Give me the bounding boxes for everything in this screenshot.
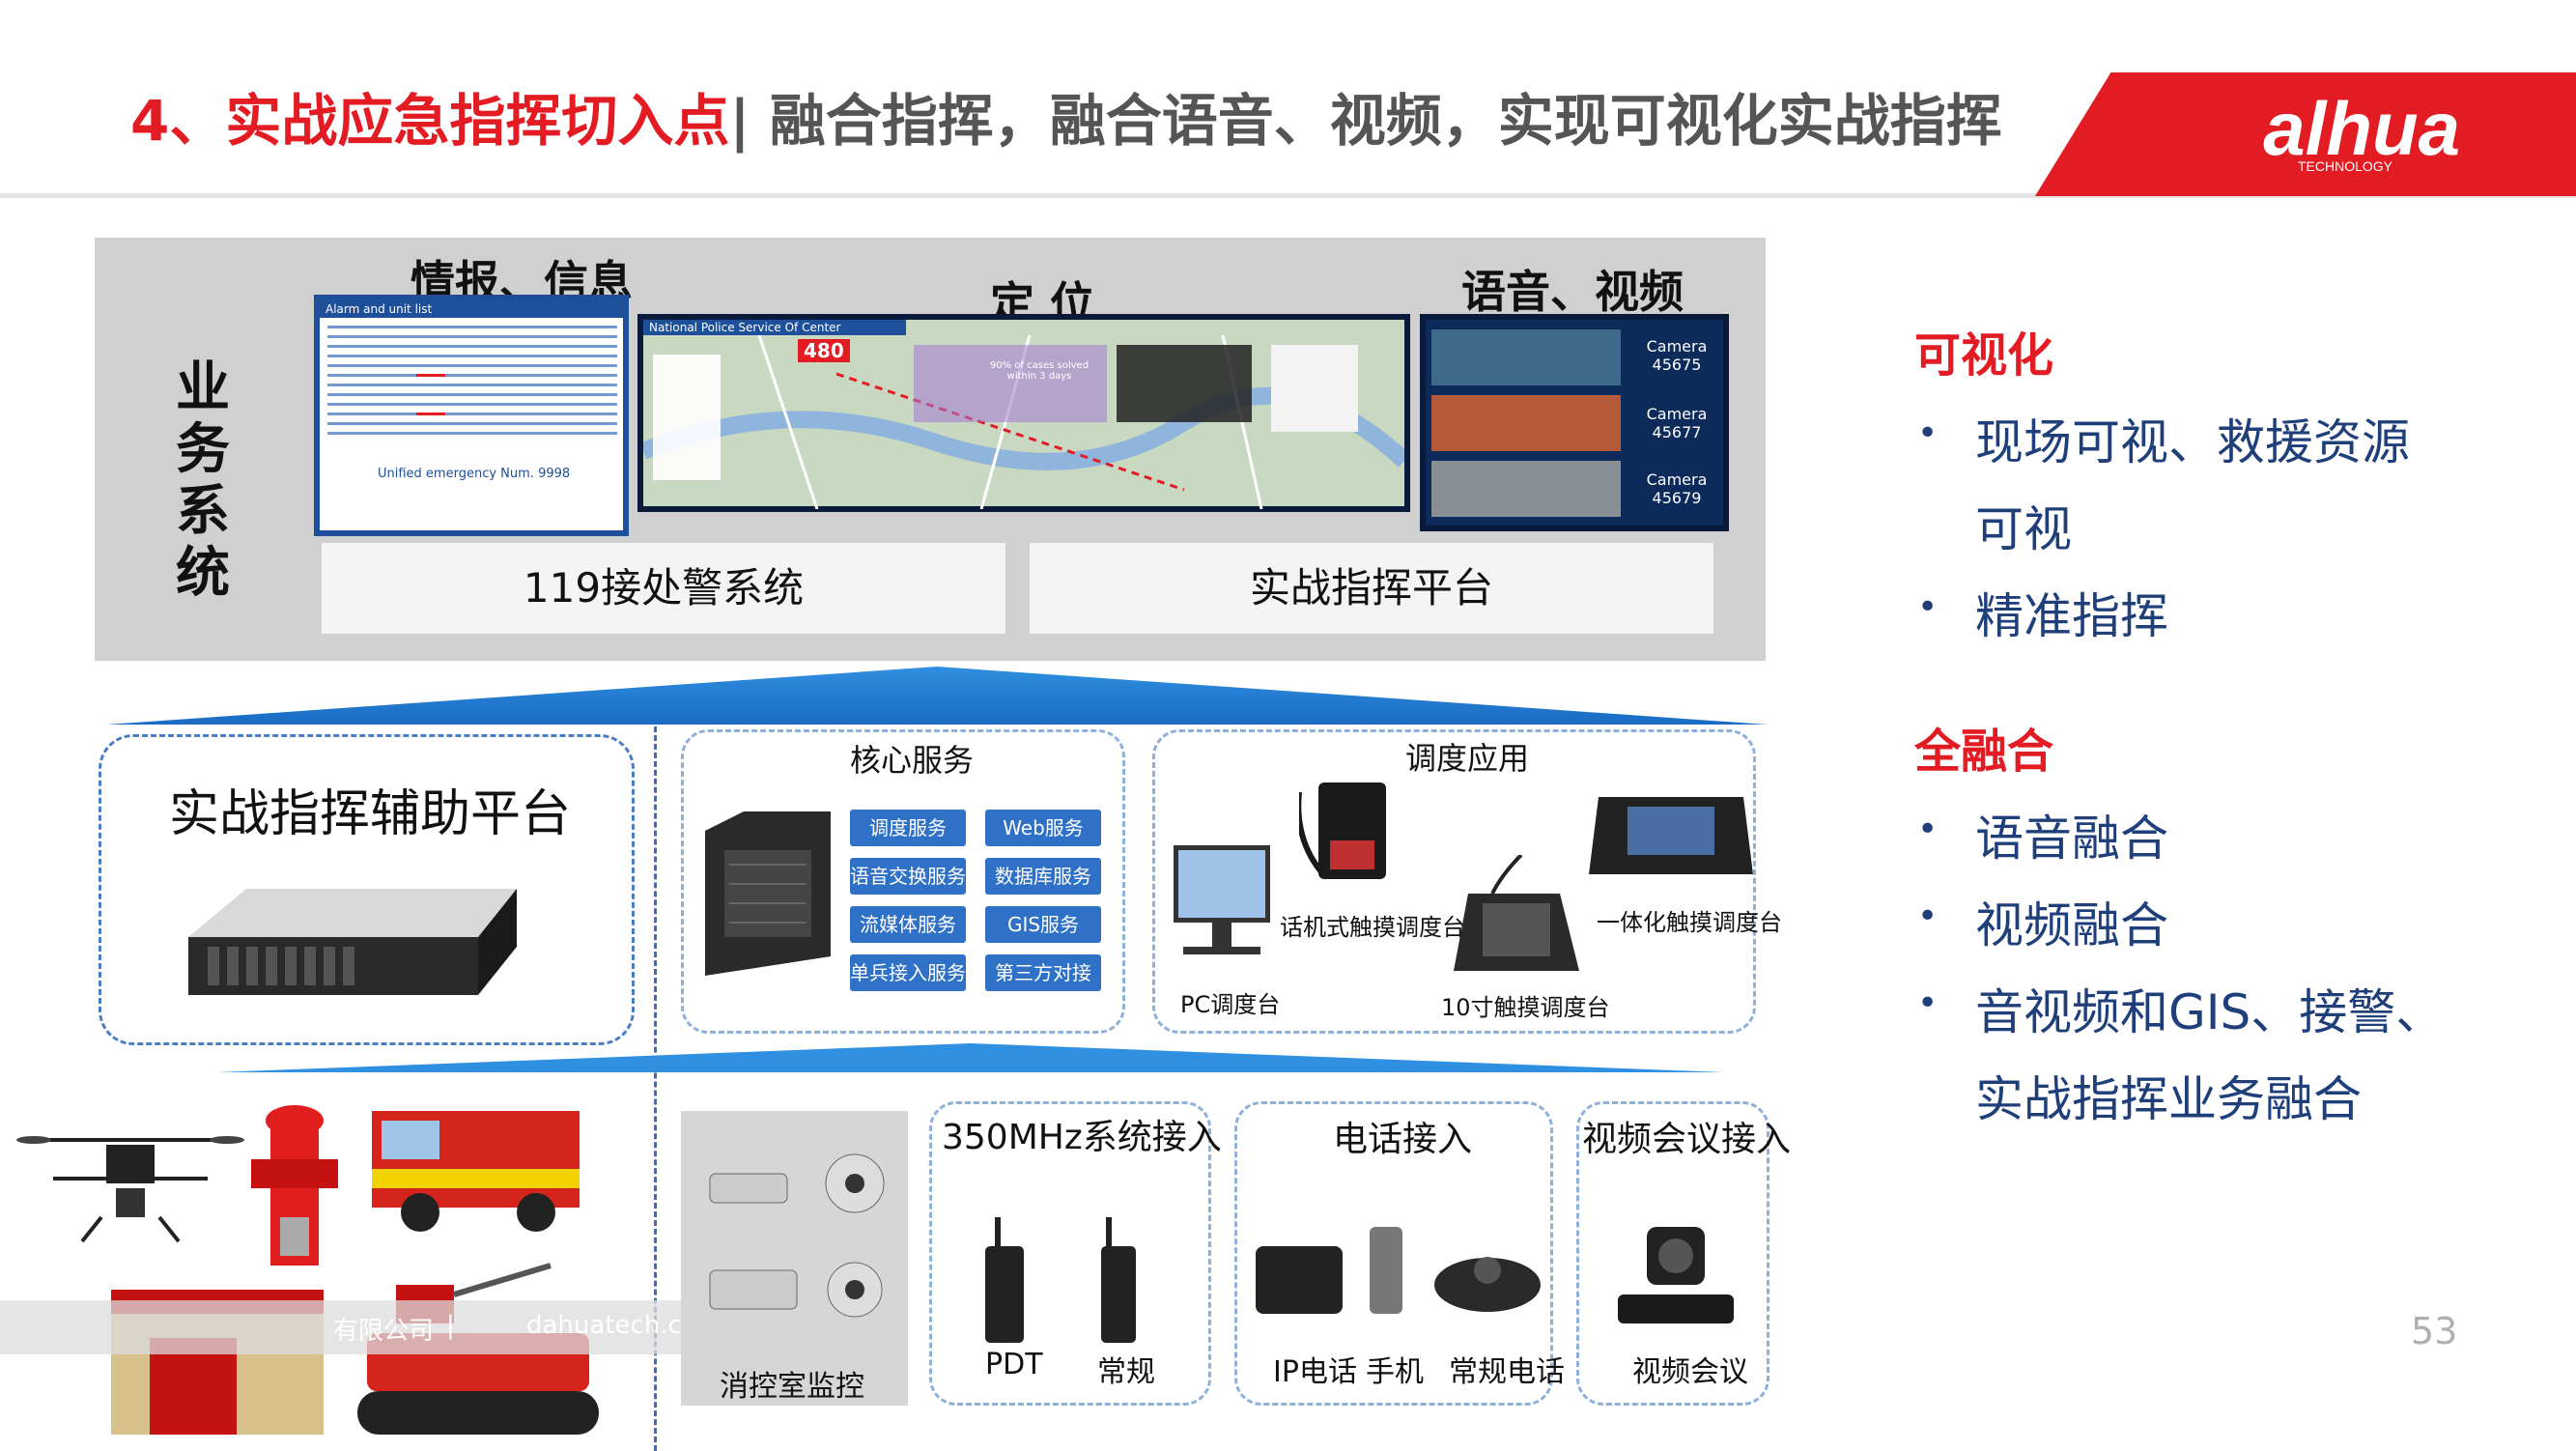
svc-database: 数据库服务: [985, 858, 1101, 895]
unified-emergency-text: Unified emergency Num. 9998: [378, 467, 571, 481]
title-divider: [0, 193, 2576, 198]
title-prefix: 4、实战应急指挥切入点: [130, 88, 730, 154]
section-visualize-head: 可视化: [1914, 328, 2054, 383]
dispatch-apps-box: [1152, 729, 1756, 1034]
svc-dispatch: 调度服务: [850, 810, 966, 846]
dispatch-device-2: 一体化触摸调度台: [1597, 909, 1782, 936]
footer-bar: [0, 1300, 691, 1354]
radios-icon: [985, 1217, 1136, 1343]
phones-icon: [1256, 1227, 1541, 1314]
bullet-dot: •: [1917, 413, 1939, 453]
svc-third-party: 第三方对接: [985, 954, 1101, 991]
dispatch-device-3: PC调度台: [1180, 991, 1281, 1018]
core-services-box: [681, 729, 1125, 1034]
footer-company: 有限公司: [333, 1317, 435, 1346]
touch-console-icon: [1454, 855, 1579, 971]
footer-separator: |: [446, 1311, 455, 1340]
svc-web: Web服务: [985, 810, 1101, 846]
bullet-dot: •: [1917, 587, 1939, 627]
dispatch-device-4: 10寸触摸调度台: [1441, 994, 1610, 1021]
fusion-item-2: 视频融合: [1975, 897, 2168, 953]
server-rack-icon: [188, 889, 517, 995]
incident-counter: 480: [798, 339, 850, 362]
mhz-title: 350MHz系统接入: [942, 1118, 1222, 1157]
camera-feed-1: [1431, 329, 1621, 385]
camera-feed-3: [1431, 461, 1621, 517]
logo-subtext: TECHNOLOGY: [2297, 158, 2392, 174]
dahua-logo: alhua: [2263, 86, 2460, 171]
video-conf-title: 视频会议接入: [1582, 1120, 1792, 1159]
cabinet-icon: [705, 811, 831, 976]
aux-platform-title: 实战指挥辅助平台: [169, 785, 572, 843]
system-119: 119接处警系统: [322, 543, 1005, 634]
core-services-title: 核心服务: [850, 742, 975, 779]
cctv-cameras-icon: [709, 1153, 885, 1318]
police-center-title: National Police Service Of Center: [643, 320, 906, 335]
cases-note: 90% of cases solved within 3 days: [989, 360, 1090, 382]
lower-arrow-band: [217, 1043, 1724, 1072]
drone-icon: [16, 1136, 244, 1243]
camera-label-3: Camera 45679: [1646, 470, 1708, 507]
alarm-table-graphic: [327, 326, 617, 435]
monitor-room-label: 消控室监控: [720, 1370, 864, 1404]
alarm-list-screen: Alarm and unit list Unified emergency Nu…: [314, 295, 629, 536]
svc-individual: 单兵接入服务: [850, 954, 966, 991]
section-divider: [654, 726, 657, 1451]
title-suffix: | 融合指挥，融合语音、视频，实现可视化实战指挥: [729, 88, 2002, 154]
visualize-item-2: 精准指挥: [1975, 588, 2168, 644]
dispatch-device-1: 话机式触摸调度台: [1280, 914, 1465, 941]
phone-item-mobile: 手机: [1366, 1355, 1424, 1389]
video-conf-item: 视频会议: [1632, 1355, 1748, 1389]
slide-title: 4、实战应急指挥切入点| 融合指挥，融合语音、视频，实现可视化实战指挥: [130, 75, 2002, 156]
svc-gis: GIS服务: [985, 906, 1101, 943]
phone-item-landline: 常规电话: [1449, 1355, 1565, 1389]
aux-platform-box: [99, 734, 635, 1045]
phone-console-icon: [1299, 782, 1386, 879]
upward-arrow-band: [106, 667, 1768, 725]
bullet-dot: •: [1917, 983, 1939, 1023]
fire-hydrant-icon: [251, 1105, 338, 1266]
footer-website[interactable]: dahuatech.co: [526, 1311, 697, 1340]
fusion-item-1: 语音融合: [1975, 811, 2168, 867]
conference-camera-icon: [1618, 1227, 1734, 1323]
bullet-dot: •: [1917, 896, 1939, 936]
logo-banner: [2035, 72, 2576, 196]
page-number: 53: [2411, 1310, 2458, 1352]
map-graphic: [643, 335, 1404, 509]
fire-truck-icon: [372, 1111, 580, 1232]
svc-voice-switch: 语音交换服务: [850, 858, 966, 895]
alarm-list-title: Alarm and unit list: [320, 300, 623, 318]
mhz-item-pdt: PDT: [985, 1348, 1043, 1381]
camera-feed-2: [1431, 395, 1621, 451]
section-fusion-head: 全融合: [1914, 725, 2054, 779]
svc-streaming: 流媒体服务: [850, 906, 966, 943]
integrated-console-icon: [1589, 797, 1753, 874]
fusion-item-3b: 实战指挥业务融合: [1975, 1071, 2362, 1127]
visualize-item-1b: 可视: [1975, 501, 2072, 557]
camera-screen: Camera 45675 Camera 45677 Camera 45679: [1420, 314, 1729, 531]
visualize-item-1: 现场可视、救援资源: [1975, 414, 2410, 470]
phone-box: [1234, 1101, 1553, 1406]
pc-console-icon: [1174, 845, 1270, 954]
map-screen: National Police Service Of Center 480 90…: [637, 314, 1410, 512]
phone-item-ip: IP电话: [1273, 1355, 1357, 1389]
mhz-item-regular: 常规: [1097, 1355, 1155, 1389]
camera-label-1: Camera 45675: [1646, 337, 1708, 374]
video-conf-box: [1576, 1101, 1769, 1406]
camera-label-2: Camera 45677: [1646, 405, 1708, 441]
bullet-dot: •: [1917, 810, 1939, 849]
dispatch-apps-title: 调度应用: [1405, 740, 1530, 777]
phone-title: 电话接入: [1333, 1120, 1473, 1159]
business-vertical-label: 业务系统: [176, 356, 230, 605]
fusion-item-3: 音视频和GIS、接警、: [1975, 984, 2445, 1040]
label-voice-video: 语音、视频: [1461, 266, 1684, 318]
mhz-box: [929, 1101, 1211, 1406]
system-command-platform: 实战指挥平台: [1030, 543, 1713, 634]
